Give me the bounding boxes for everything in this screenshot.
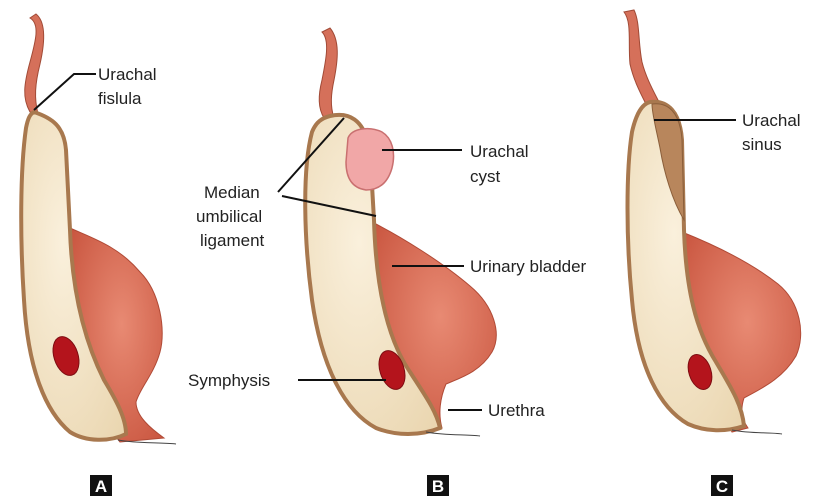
label-median-3: ligament (200, 231, 265, 250)
panel-b (305, 28, 496, 436)
panel-letter-b: B (432, 477, 444, 496)
panel-letters: A B C (90, 475, 733, 496)
urachal-cyst (346, 129, 394, 190)
urachus-tube-a (25, 14, 44, 114)
panel-letter-a: A (95, 477, 107, 496)
label-urachal-cyst-1: Urachal (470, 142, 529, 161)
label-median-2: umbilical (196, 207, 262, 226)
leader-urachal-fistula (34, 74, 96, 110)
label-urachal-sinus-1: Urachal (742, 111, 801, 130)
label-symphysis: Symphysis (188, 371, 270, 390)
label-urachal-cyst-2: cyst (470, 167, 501, 186)
panel-c (624, 10, 801, 434)
label-urethra: Urethra (488, 401, 545, 420)
label-urachal-fistula-2: fislula (98, 89, 142, 108)
label-urachal-sinus-2: sinus (742, 135, 782, 154)
baseline-b (426, 432, 480, 436)
label-median-1: Median (204, 183, 260, 202)
panel-letter-c: C (716, 477, 728, 496)
urachus-tube-b (319, 28, 337, 118)
label-urachal-fistula-1: Urachal (98, 65, 157, 84)
urachus-tube-c (624, 10, 660, 108)
label-urinary-bladder: Urinary bladder (470, 257, 587, 276)
